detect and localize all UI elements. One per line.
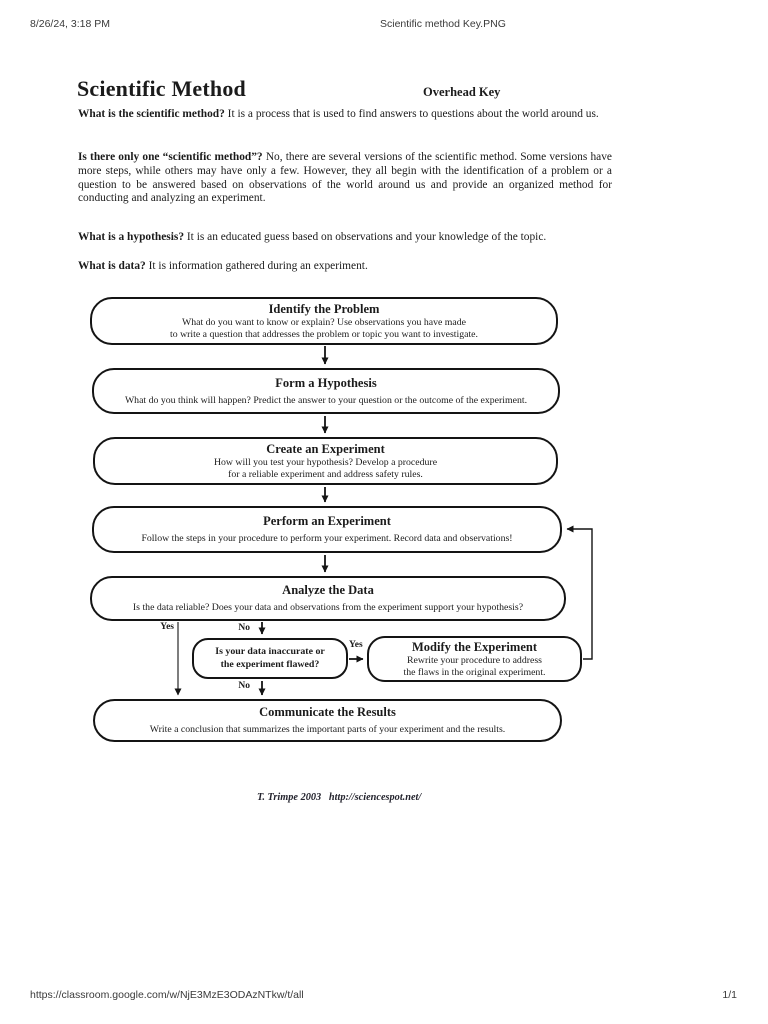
box-title: Identify the Problem xyxy=(268,301,380,316)
answer-text: It is a process that is used to find ans… xyxy=(227,108,599,120)
box-title: Form a Hypothesis xyxy=(275,375,377,390)
credit-line: T. Trimpe 2003 http://sciencespot.net/ xyxy=(257,792,422,803)
question-text: What is data? xyxy=(78,260,146,272)
question-text: What is the scientific method? xyxy=(78,108,225,120)
flowchart-box-create-experiment: Create an Experiment How will you test y… xyxy=(93,437,558,485)
branch-label-yes-left: Yes xyxy=(160,622,174,632)
box-title: Create an Experiment xyxy=(266,441,385,456)
flowchart-box-modify-experiment: Modify the Experiment Rewrite your proce… xyxy=(367,636,582,682)
print-header-datetime: 8/26/24, 3:18 PM xyxy=(30,18,110,30)
paragraph-only-one-method: Is there only one “scientific method”? N… xyxy=(78,151,612,206)
paragraph-what-is-scientific-method: What is the scientific method? It is a p… xyxy=(78,108,612,122)
flowchart-box-form-hypothesis: Form a Hypothesis What do you think will… xyxy=(92,368,560,414)
flowchart-box-perform-experiment: Perform an Experiment Follow the steps i… xyxy=(92,506,562,553)
branch-label-no-bottom: No xyxy=(238,681,250,691)
box-body: What do you want to know or explain? Use… xyxy=(170,316,478,340)
box-title: Analyze the Data xyxy=(282,583,374,598)
question-text: What is a hypothesis? xyxy=(78,231,185,243)
box-body: How will you test your hypothesis? Devel… xyxy=(213,456,438,480)
answer-text: It is an educated guess based on observa… xyxy=(186,231,547,243)
overhead-key-label: Overhead Key xyxy=(423,85,501,99)
box-body: Follow the steps in your procedure to pe… xyxy=(141,533,513,545)
answer-text: It is information gathered during an exp… xyxy=(148,260,368,272)
question-text: Is there only one “scientific method”? xyxy=(78,151,263,163)
box-body: Is the data reliable? Does your data and… xyxy=(132,602,524,614)
flowchart-box-analyze-data: Analyze the Data Is the data reliable? D… xyxy=(90,576,566,621)
branch-label-no-top: No xyxy=(238,623,250,633)
box-body: Rewrite your procedure to address the fl… xyxy=(403,654,546,678)
print-header-title: Scientific method Key.PNG xyxy=(380,18,506,30)
box-body: Is your data inaccurate or the experimen… xyxy=(215,646,325,670)
box-title: Communicate the Results xyxy=(259,705,396,720)
branch-label-yes-right: Yes xyxy=(349,640,363,650)
print-footer-url: https://classroom.google.com/w/NjE3MzE3O… xyxy=(30,989,304,1001)
document-title: Scientific Method xyxy=(77,76,246,101)
answer-text: No, there are several versions of the sc… xyxy=(78,151,612,205)
flowchart-box-communicate-results: Communicate the Results Write a conclusi… xyxy=(93,699,562,742)
print-footer-page-number: 1/1 xyxy=(722,989,737,1001)
box-title: Perform an Experiment xyxy=(263,514,391,529)
flowchart-box-data-inaccurate-decision: Is your data inaccurate or the experimen… xyxy=(192,638,348,679)
paragraph-what-is-hypothesis: What is a hypothesis? It is an educated … xyxy=(78,231,612,245)
paragraph-what-is-data: What is data? It is information gathered… xyxy=(78,260,612,274)
flowchart-box-identify-problem: Identify the Problem What do you want to… xyxy=(90,297,558,345)
box-body: Write a conclusion that summarizes the i… xyxy=(149,724,506,736)
box-body: What do you think will happen? Predict t… xyxy=(124,394,528,406)
box-title: Modify the Experiment xyxy=(412,639,537,654)
